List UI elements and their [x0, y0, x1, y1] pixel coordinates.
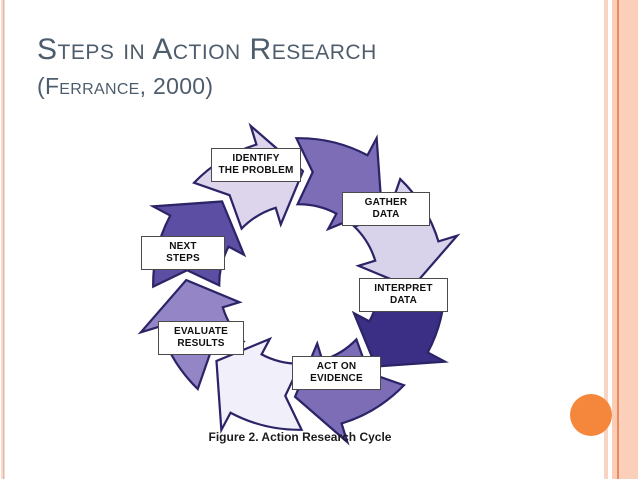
step-label-line: INTERPRET [374, 283, 433, 294]
step-label-line: ACT ON [316, 361, 357, 372]
step-label-line: EVALUATE [173, 326, 228, 337]
accent-circle [570, 394, 612, 436]
step-label-interpret-data: INTERPRET DATA [359, 278, 448, 312]
right-edge-thin-stripe [604, 0, 608, 479]
step-label-line: IDENTIFY [232, 153, 280, 164]
step-label-line: EVIDENCE [310, 373, 363, 384]
step-label-line: DATA [372, 209, 400, 220]
step-label-line: THE PROBLEM [218, 165, 294, 176]
step-label-line: GATHER [364, 197, 408, 208]
step-label-next-steps: NEXT STEPS [141, 236, 225, 270]
step-label-evaluate-results: EVALUATE RESULTS [158, 321, 244, 355]
step-label-line: STEPS [166, 253, 200, 264]
step-label-line: DATA [389, 295, 418, 306]
left-edge-stripe [0, 0, 6, 479]
right-edge-band [612, 0, 638, 479]
slide-subtitle: (Ferrance, 2000) [37, 73, 214, 99]
step-label-gather-data: GATHER DATA [342, 192, 430, 226]
step-label-line: NEXT [169, 241, 197, 252]
figure-caption: Figure 2. Action Research Cycle [208, 430, 392, 444]
step-label-line: RESULTS [177, 338, 225, 349]
step-label-act-on-evidence: ACT ON EVIDENCE [292, 356, 381, 390]
step-label-identify-the-problem: IDENTIFY THE PROBLEM [211, 148, 301, 182]
slide-title: Steps in Action Research [37, 33, 377, 66]
